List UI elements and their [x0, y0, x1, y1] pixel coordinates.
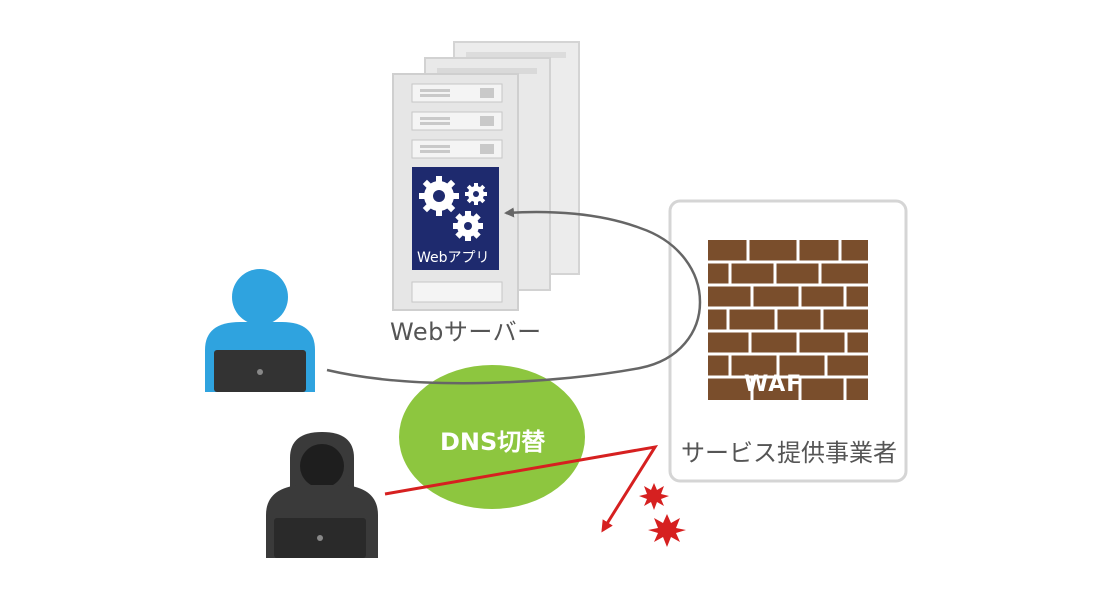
attacker-figure — [266, 432, 378, 558]
legit-traffic-arrow — [326, 207, 702, 385]
service-provider-label: サービス提供事業者 — [681, 439, 897, 467]
dns-switch-ellipse — [399, 365, 585, 509]
waf-brick-wall — [708, 240, 868, 400]
user-figure — [205, 269, 315, 392]
dns-switch-label: DNS切替 — [440, 428, 546, 456]
web-app-label: Webアプリ — [417, 250, 490, 266]
web-server-stack — [392, 41, 580, 311]
waf-label: WAF — [744, 372, 803, 397]
web-server-label: Webサーバー — [390, 318, 542, 346]
attack-traffic-arrow — [384, 444, 659, 533]
attacker-laptop-icon — [274, 518, 366, 558]
web-app-panel — [412, 167, 499, 270]
blocked-burst-icon — [639, 483, 686, 547]
user-laptop-icon — [214, 350, 306, 392]
gears-icon — [419, 176, 487, 241]
